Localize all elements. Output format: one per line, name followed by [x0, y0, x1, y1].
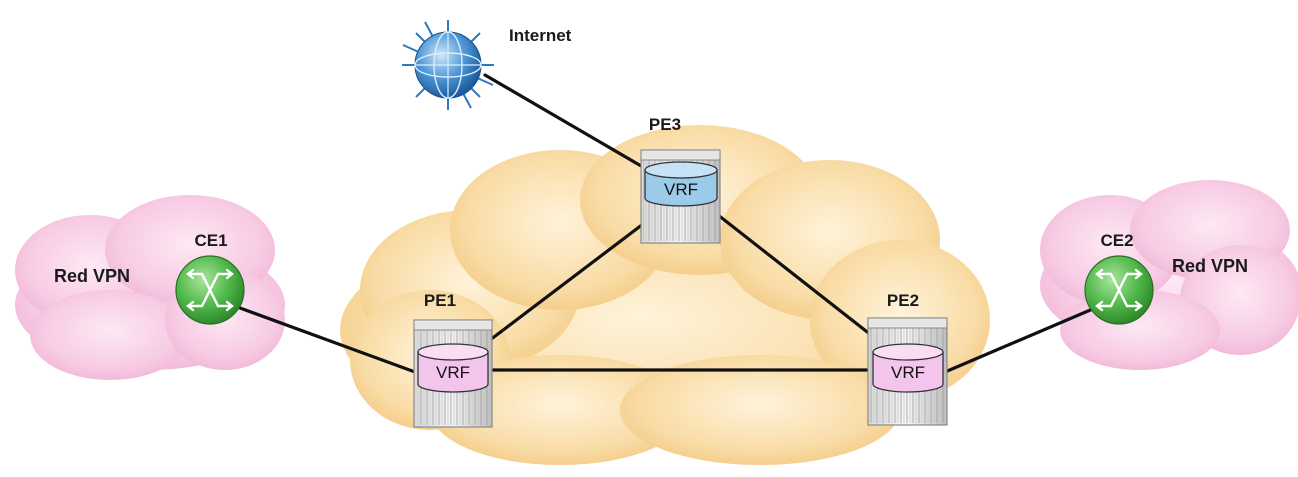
ce2-label: CE2 — [1100, 231, 1133, 250]
vrf-cylinder-pe3: VRF — [644, 161, 718, 207]
pe3-label: PE3 — [649, 115, 681, 134]
link-ce2-pe2 — [943, 306, 1097, 374]
vpn-cloud-right — [1040, 180, 1298, 370]
link-ce1-pe1 — [238, 306, 417, 374]
link-pe3-pe2 — [716, 213, 882, 344]
ce1-label: CE1 — [194, 231, 227, 250]
pe1-label: PE1 — [424, 291, 456, 310]
vrf-label-pe2: VRF — [891, 363, 925, 382]
vpn-label-right: Red VPN — [1172, 256, 1248, 276]
links — [238, 73, 1097, 374]
vrf-label-pe3: VRF — [664, 180, 698, 199]
router-ce1-icon — [175, 255, 245, 325]
link-pe3-pe1 — [488, 213, 657, 342]
vrf-cylinder-pe2: VRF — [872, 343, 944, 393]
router-pe1: VRF — [413, 319, 493, 428]
router-ce2-icon — [1084, 255, 1154, 325]
vrf-cylinder-pe1: VRF — [417, 343, 489, 393]
internet-label: Internet — [509, 26, 572, 45]
router-pe3: VRF — [640, 149, 721, 244]
pe2-label: PE2 — [887, 291, 919, 310]
vpn-label-left: Red VPN — [54, 266, 130, 286]
router-pe2: VRF — [867, 317, 948, 426]
globe-icon — [402, 20, 494, 110]
link-internet-pe3 — [483, 73, 650, 172]
vrf-label-pe1: VRF — [436, 363, 470, 382]
